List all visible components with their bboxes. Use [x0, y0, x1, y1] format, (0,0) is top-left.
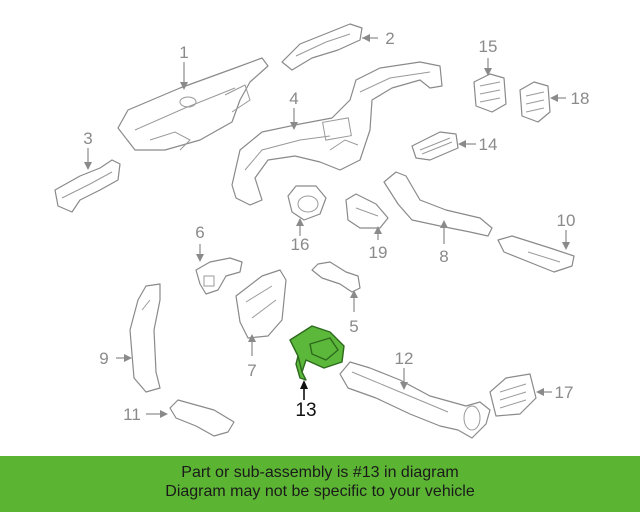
part-7-duct [235, 269, 287, 339]
callout-9: 9 [99, 349, 108, 368]
callout-11: 11 [123, 405, 141, 424]
callout-12: 12 [395, 349, 414, 368]
part-1-duct [117, 57, 269, 151]
part-13-highlighted [289, 325, 345, 381]
callout-2: 2 [385, 29, 394, 48]
callout-5: 5 [349, 317, 358, 336]
callout-3: 3 [83, 129, 92, 148]
part-3-duct [54, 159, 121, 213]
part-5-duct [311, 261, 361, 293]
part-16-vent [287, 185, 327, 221]
part-2-duct [281, 23, 363, 71]
info-banner: Part or sub-assembly is #13 in diagram D… [0, 456, 640, 512]
callout-8: 8 [439, 247, 448, 266]
part-17-vent [489, 373, 537, 417]
callout-19: 19 [369, 243, 388, 262]
part-18-vent [519, 81, 551, 123]
part-19-vent [345, 193, 389, 229]
callout-17: 17 [555, 383, 574, 402]
callout-15: 15 [479, 37, 498, 56]
callout-14: 14 [479, 135, 498, 154]
part-9-duct [129, 283, 161, 393]
part-4-duct [231, 61, 443, 206]
callout-18: 18 [571, 89, 590, 108]
callout-10: 10 [557, 211, 576, 230]
part-12-duct [339, 361, 491, 439]
callout-7: 7 [247, 361, 256, 380]
callout-1: 1 [179, 43, 188, 62]
callout-16: 16 [291, 235, 310, 254]
banner-line-2: Diagram may not be specific to your vehi… [165, 483, 475, 500]
callout-4: 4 [289, 89, 298, 108]
part-11-duct [169, 399, 235, 437]
part-14-vent [411, 131, 459, 161]
part-15-vent [473, 73, 507, 113]
callout-6: 6 [195, 223, 204, 242]
part-10-duct [497, 235, 575, 273]
callout-13: 13 [295, 400, 316, 421]
parts-diagram: 1 2 3 4 5 6 7 [54, 23, 590, 439]
part-6-bracket [195, 257, 243, 295]
part-8-duct [383, 171, 493, 237]
banner-line-1: Part or sub-assembly is #13 in diagram [181, 464, 459, 481]
